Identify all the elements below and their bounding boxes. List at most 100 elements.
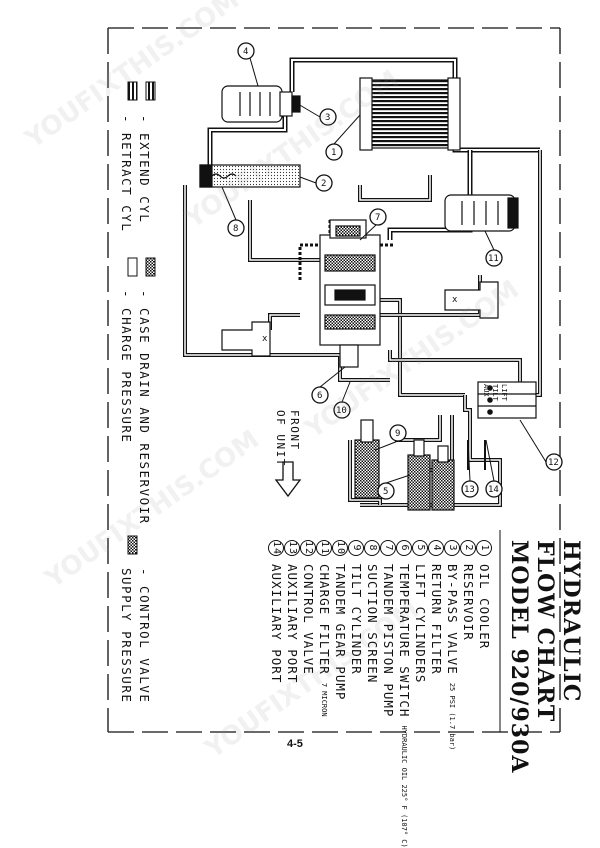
callout-13: 13 — [461, 480, 479, 498]
reservoir — [199, 164, 301, 188]
callout-13-text: 13 — [464, 485, 475, 495]
legend-control-swatch — [127, 535, 138, 555]
leader-lines — [221, 57, 547, 484]
callout-7-text: 7 — [375, 213, 380, 223]
component-label: OIL COOLER — [477, 564, 492, 650]
title-block: HYDRAULIC FLOW CHART MODEL 920/930A — [506, 540, 584, 773]
callouts: 1 2 3 4 5 6 7 8 9 10 11 12 13 14 — [227, 42, 563, 500]
page-border — [107, 27, 561, 733]
component-number: 6 — [396, 540, 412, 556]
valve-port-lift: LIFT — [500, 384, 508, 401]
callout-3-text: 3 — [325, 113, 330, 123]
component-number: 13 — [284, 540, 300, 556]
front-label-line1: FRONT — [288, 410, 301, 451]
callout-4: 4 — [237, 42, 255, 60]
component-note: 25 PSI (1.7 bar) — [448, 682, 456, 751]
callout-8: 8 — [227, 219, 245, 237]
callout-5: 5 — [377, 482, 395, 500]
component-note: HYDRAULIC OIL 225° F (107° C) — [400, 725, 408, 848]
hydraulic-diagram: x x 1 2 3 4 5 6 7 8 9 10 11 12 13 14 — [107, 27, 563, 733]
component-number: 12 — [300, 540, 316, 556]
component-label: SUCTION SCREEN — [365, 564, 380, 684]
callout-14-text: 14 — [488, 485, 499, 495]
callout-12-text: 12 — [548, 458, 559, 468]
callout-11: 11 — [485, 249, 503, 267]
cylinders — [354, 419, 455, 511]
component-label: RETURN FILTER — [429, 564, 444, 675]
title-line-3: MODEL 920/930A — [506, 540, 532, 774]
control-valve — [477, 381, 537, 419]
component-number: 10 — [332, 540, 348, 556]
callout-2: 2 — [315, 174, 333, 192]
component-number: 1 — [476, 540, 492, 556]
legend-swatches — [127, 81, 156, 555]
component-number: 9 — [348, 540, 364, 556]
callout-9-text: 9 — [395, 429, 400, 439]
component-label: TEMPERATURE SWITCH — [397, 564, 412, 718]
callout-11-text: 11 — [488, 254, 499, 264]
valve-port-tilt: TILT — [491, 384, 499, 401]
legend-case-drain: - CASE DRAIN AND RESERVOIR — [137, 290, 152, 525]
component-label: BY-PASS VALVE — [445, 564, 460, 675]
callout-14: 14 — [485, 480, 503, 498]
legend-control-valve: - CONTROL VALVE — [137, 568, 152, 704]
legend-retract-swatch — [145, 81, 156, 101]
callout-1-text: 1 — [331, 148, 336, 158]
front-label-line2: OF UNIT — [274, 410, 287, 467]
component-label: AUXILIARY PORT — [269, 564, 284, 684]
drive-motors: x x — [221, 281, 499, 357]
component-note: 7 MICRON — [320, 682, 328, 717]
component-number: 7 — [380, 540, 396, 556]
component-number: 14 — [268, 540, 284, 556]
callout-7: 7 — [369, 208, 387, 226]
component-label: RESERVOIR — [461, 564, 476, 641]
callout-9: 9 — [389, 424, 407, 442]
component-number: 11 — [316, 540, 332, 556]
component-label: TANDEM GEAR PUMP — [333, 564, 348, 701]
legend-extend: - EXTEND CYL — [137, 115, 152, 224]
page-number: 4-5 — [287, 738, 303, 750]
callout-10: 10 — [333, 401, 351, 419]
component-number: 8 — [364, 540, 380, 556]
callout-4-text: 4 — [243, 47, 248, 57]
return-filter — [221, 85, 301, 123]
component-label: LIFT CYLINDERS — [413, 564, 428, 684]
callout-8-text: 8 — [233, 224, 238, 234]
legend-charge-swatch — [145, 257, 156, 277]
title-line-1: HYDRAULIC — [558, 540, 584, 703]
legend-charge: - CHARGE PRESSURE — [119, 290, 134, 444]
component-number: 5 — [412, 540, 428, 556]
component-label: TANDEM PISTON PUMP — [381, 564, 396, 718]
oil-cooler — [359, 77, 461, 151]
legend-retract: - RETRACT CYL — [119, 115, 134, 233]
callout-3: 3 — [319, 108, 337, 126]
component-label: CONTROL VALVE — [301, 564, 316, 675]
charge-filter — [444, 194, 519, 232]
component-label: TILT CYLINDER — [349, 564, 364, 675]
callout-2-text: 2 — [321, 179, 326, 189]
callout-5-text: 5 — [383, 487, 388, 497]
component-number: 2 — [460, 540, 476, 556]
legend-extend-swatch — [127, 81, 138, 101]
component-label: CHARGE FILTER — [317, 564, 332, 675]
legend-supply-pressure: SUPPLY PRESSURE — [119, 568, 134, 704]
valve-port-aux: AUX — [482, 384, 490, 397]
callout-10-text: 10 — [336, 406, 347, 416]
legend-case-drain-swatch — [127, 257, 138, 277]
callout-6: 6 — [311, 386, 329, 404]
